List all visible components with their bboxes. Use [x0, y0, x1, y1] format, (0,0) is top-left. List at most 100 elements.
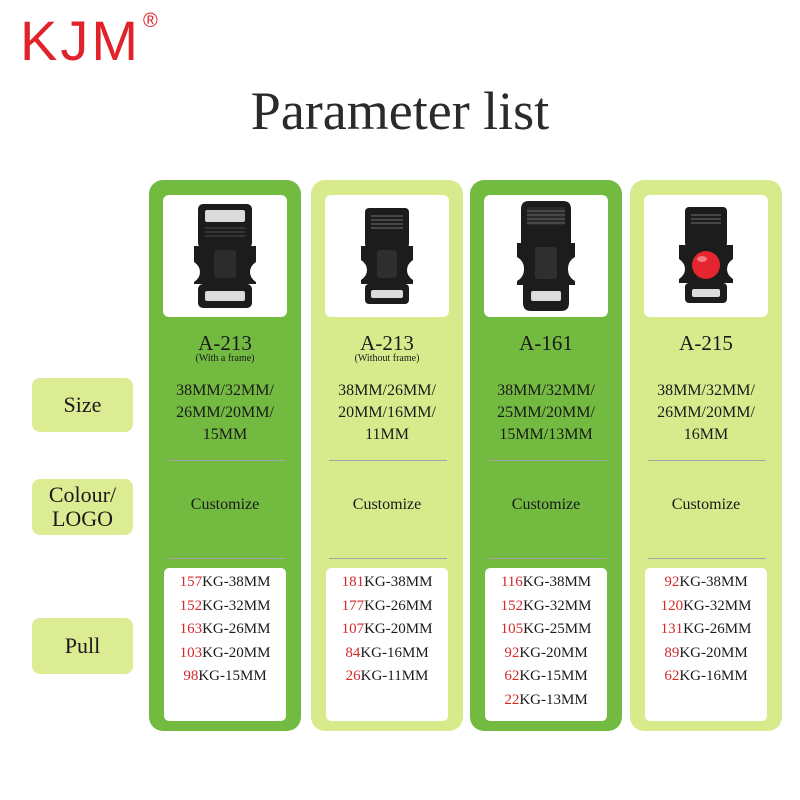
pull-item: 131KG-26MM — [645, 618, 767, 642]
product-sizes: 38MM/26MM/ 20MM/16MM/ 11MM — [338, 382, 436, 443]
pull-spec: KG-15MM — [198, 668, 267, 684]
pull-item: 163KG-26MM — [164, 618, 286, 642]
pull-item: 107KG-20MM — [326, 618, 448, 642]
pull-value: 116 — [500, 574, 523, 590]
row-label-colour-logo: Colour/ LOGO — [32, 479, 133, 535]
pull-item: 26KG-11MM — [326, 665, 448, 689]
brand-name: KJM — [20, 9, 141, 72]
pull-item: 98KG-15MM — [164, 665, 286, 689]
curved-side-release-buckle-icon — [517, 201, 575, 311]
pull-spec: KG-20MM — [202, 644, 271, 661]
pull-spec: KG-20MM — [364, 621, 433, 637]
product-photo — [325, 195, 449, 317]
product-model: A-161 — [519, 331, 573, 355]
row-label-colour-text: Colour/ LOGO — [49, 483, 116, 531]
pull-value: 92 — [664, 574, 680, 590]
product-column-a213-noframe: A-213 (Without frame) 38MM/26MM/ 20MM/16… — [311, 180, 463, 731]
row-label-size: Size — [32, 378, 133, 432]
pull-item: 120KG-32MM — [645, 595, 767, 619]
product-photo — [644, 195, 768, 317]
product-column-a215: A-215 38MM/32MM/ 26MM/20MM/ 16MM Customi… — [630, 180, 782, 731]
product-column-a213-frame: A-213 (With a frame) 38MM/32MM/ 26MM/20M… — [149, 180, 301, 731]
divider — [488, 558, 606, 559]
pull-item: 92KG-20MM — [485, 642, 607, 666]
pull-spec: KG-13MM — [519, 691, 588, 708]
pull-item: 116KG-38MM — [485, 571, 607, 595]
pull-spec: KG-32MM — [523, 597, 592, 614]
page-title: Parameter list — [250, 81, 550, 141]
divider — [329, 460, 447, 461]
registered-mark: ® — [143, 10, 158, 32]
pull-value: 62 — [504, 668, 520, 684]
pull-value: 105 — [500, 621, 524, 637]
divider — [167, 558, 285, 559]
pull-item: 181KG-38MM — [326, 571, 448, 595]
pull-spec: KG-26MM — [683, 621, 752, 637]
pull-item: 103KG-20MM — [164, 642, 286, 666]
product-colour: Customize — [352, 496, 422, 513]
pull-value: 131 — [660, 621, 684, 637]
product-colour: Customize — [671, 496, 741, 513]
product-model-subtitle: (With a frame) — [195, 353, 255, 364]
pull-spec: KG-32MM — [683, 597, 752, 614]
pull-spec: KG-16MM — [679, 668, 748, 684]
pull-value: 152 — [500, 597, 524, 614]
pull-box: 116KG-38MM 152KG-32MM 105KG-25MM 92KG-20… — [485, 568, 607, 721]
pull-spec: KG-38MM — [202, 574, 271, 590]
pull-value: 163 — [179, 621, 203, 637]
product-model: A-213 — [360, 331, 414, 355]
pull-spec: KG-26MM — [364, 597, 433, 614]
pull-list: 181KG-38MM 177KG-26MM 107KG-20MM 84KG-16… — [326, 568, 448, 689]
row-label-colour-line2: LOGO — [51, 506, 114, 531]
pull-item: 177KG-26MM — [326, 595, 448, 619]
pull-item: 92KG-38MM — [645, 571, 767, 595]
divider — [648, 558, 766, 559]
pull-item: 22KG-13MM — [485, 689, 607, 713]
divider — [167, 460, 285, 461]
brand-logo: KJM ® — [20, 10, 158, 72]
pull-item: 152KG-32MM — [485, 595, 607, 619]
product-sizes: 38MM/32MM/ 26MM/20MM/ 15MM — [176, 382, 274, 443]
pull-item: 84KG-16MM — [326, 642, 448, 666]
pull-value: 103 — [179, 644, 203, 661]
pull-value: 62 — [664, 668, 680, 684]
product-colour: Customize — [511, 496, 581, 513]
pull-value: 84 — [345, 644, 361, 661]
pull-box: 92KG-38MM 120KG-32MM 131KG-26MM 89KG-20M… — [645, 568, 767, 721]
product-sizes: 38MM/32MM/ 26MM/20MM/ 16MM — [657, 382, 755, 443]
pull-spec: KG-16MM — [360, 644, 429, 661]
product-colour: Customize — [190, 496, 260, 513]
row-label-colour-line1: Colour/ — [48, 482, 117, 507]
pull-value: 107 — [341, 621, 365, 637]
safety-button-icon — [692, 251, 720, 279]
side-release-buckle-icon — [361, 208, 413, 304]
pull-value: 89 — [664, 644, 680, 661]
pull-box: 157KG-38MM 152KG-32MM 163KG-26MM 103KG-2… — [164, 568, 286, 721]
pull-value: 152 — [179, 597, 203, 614]
divider — [329, 558, 447, 559]
pull-value: 181 — [341, 574, 365, 590]
safety-lock-buckle-icon — [679, 207, 733, 303]
pull-item: 152KG-32MM — [164, 595, 286, 619]
pull-value: 157 — [179, 574, 203, 590]
pull-value: 92 — [504, 644, 520, 661]
pull-value: 177 — [341, 597, 365, 614]
row-label-pull: Pull — [32, 618, 133, 674]
pull-list: 157KG-38MM 152KG-32MM 163KG-26MM 103KG-2… — [164, 568, 286, 689]
side-release-buckle-with-frame-icon — [194, 204, 256, 308]
pull-value: 26 — [345, 668, 361, 684]
pull-spec: KG-15MM — [519, 668, 588, 684]
pull-item: 62KG-16MM — [645, 665, 767, 689]
pull-list: 92KG-38MM 120KG-32MM 131KG-26MM 89KG-20M… — [645, 568, 767, 689]
pull-spec: KG-32MM — [202, 597, 271, 614]
divider — [648, 460, 766, 461]
pull-spec: KG-38MM — [522, 574, 592, 590]
product-photo — [163, 195, 287, 317]
pull-item: 89KG-20MM — [645, 642, 767, 666]
pull-value: 98 — [183, 668, 199, 684]
product-column-a161: A-161 38MM/32MM/ 25MM/20MM/ 15MM/13MM Cu… — [470, 180, 622, 731]
product-model-subtitle: (Without frame) — [354, 353, 420, 364]
divider — [488, 460, 606, 461]
pull-spec: KG-26MM — [202, 621, 271, 637]
product-photo — [484, 195, 608, 317]
